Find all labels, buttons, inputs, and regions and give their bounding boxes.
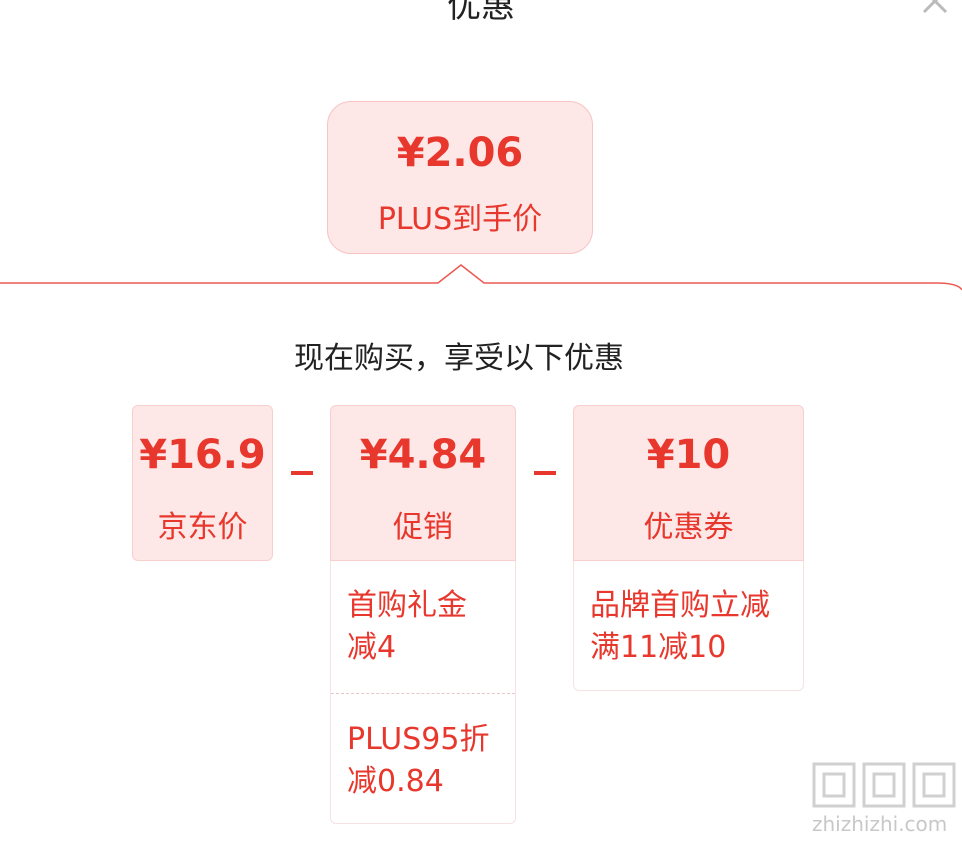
coupon-detail-value: 满11减10 [590,630,727,665]
minus-sign [291,471,313,475]
coupon-details: 品牌首购立减 满11减10 [573,561,804,691]
final-price-label: PLUS到手价 [377,202,543,237]
promo-label: 促销 [393,510,453,545]
coupon-label: 优惠券 [643,510,734,545]
final-price: ¥2.06 [396,130,524,176]
coupon-price: ¥10 [646,432,731,478]
watermark-logo-icon [812,762,956,808]
coupon-detail-title: 品牌首购立减 [590,588,770,623]
watermark: zhizhizhi.com [812,760,962,838]
promo-box: ¥4.84 促销 [330,405,516,561]
minus-sign [534,471,556,475]
intro-text: 现在购买，享受以下优惠 [294,341,624,376]
jd-price-label: 京东价 [157,510,248,545]
coupon-box: ¥10 优惠券 [573,405,804,561]
watermark-text: zhizhizhi.com [812,812,948,836]
dashed-separator [331,693,515,694]
promo-price: ¥4.84 [359,432,487,478]
jd-price: ¥16.9 [139,432,266,478]
promo-detail-item: PLUS95折 减0.84 [347,719,490,803]
final-price-card: ¥2.06 PLUS到手价 [327,101,593,254]
promo-detail-value: 减0.84 [347,764,444,799]
promo-detail-value: 减4 [347,630,397,665]
promo-detail-item: 首购礼金 减4 [347,585,467,669]
promo-detail-title: PLUS95折 [347,722,490,757]
promo-details: 首购礼金 减4 PLUS95折 减0.84 [330,561,516,824]
pointer-divider [0,264,962,291]
jd-price-box: ¥16.9 京东价 [132,405,273,561]
promo-detail-title: 首购礼金 [347,588,467,623]
sheet-title: 优惠 [447,0,515,26]
close-icon[interactable] [920,0,950,16]
coupon-detail-item: 品牌首购立减 满11减10 [590,585,770,669]
